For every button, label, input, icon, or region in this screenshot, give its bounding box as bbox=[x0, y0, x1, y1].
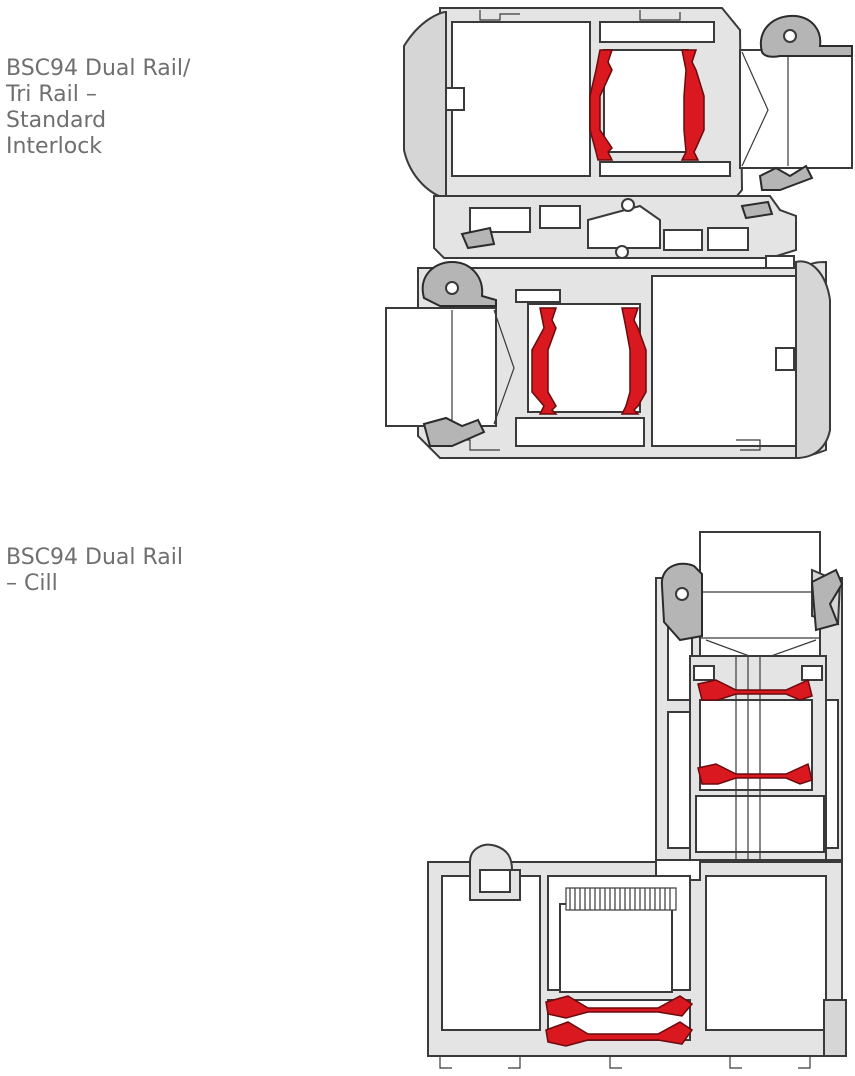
interlock-caption: BSC94 Dual Rail/ Tri Rail – Standard Int… bbox=[6, 56, 190, 160]
caption-line: – Cill bbox=[6, 571, 58, 596]
interlock-section-drawing bbox=[385, 7, 853, 460]
cill-wedge-gasket bbox=[810, 568, 844, 632]
cill-feet bbox=[439, 1056, 811, 1069]
cill-thermal-break-lower bbox=[545, 1021, 694, 1047]
lower-thermal-break-left bbox=[531, 307, 558, 415]
cill-sash-thermal-break-lower bbox=[697, 762, 813, 785]
lower-glass-unit bbox=[385, 307, 515, 427]
cill-glass-unit bbox=[699, 531, 821, 661]
caption-line: BSC94 Dual Rail/ bbox=[6, 56, 191, 81]
caption-line: BSC94 Dual Rail bbox=[6, 545, 183, 570]
caption-line: Tri Rail – bbox=[6, 82, 97, 107]
upper-thermal-break-right bbox=[680, 49, 705, 161]
lower-sash-profile bbox=[417, 260, 831, 460]
caption-line: Interlock bbox=[6, 134, 103, 159]
cill-brush-pile bbox=[565, 887, 677, 911]
upper-thermal-break-left bbox=[589, 49, 614, 161]
upper-wedge-gasket bbox=[758, 164, 814, 191]
caption-line: Standard bbox=[6, 108, 107, 133]
cill-glass-gasket bbox=[660, 562, 703, 642]
interlock-profile bbox=[433, 195, 797, 277]
upper-glass-unit bbox=[739, 49, 853, 169]
cill-caption: BSC94 Dual Rail – Cill bbox=[6, 545, 183, 597]
upper-gasket bbox=[759, 14, 853, 58]
lower-wedge-gasket bbox=[422, 416, 486, 447]
cill-thermal-break-upper bbox=[545, 995, 694, 1019]
cill-base-frame bbox=[427, 843, 847, 1057]
cill-section-drawing bbox=[427, 531, 847, 1069]
cill-sash-rail bbox=[689, 655, 827, 960]
lower-gasket bbox=[421, 260, 497, 307]
cill-sash-thermal-break-upper bbox=[697, 678, 813, 701]
lower-thermal-break-right bbox=[620, 307, 647, 415]
